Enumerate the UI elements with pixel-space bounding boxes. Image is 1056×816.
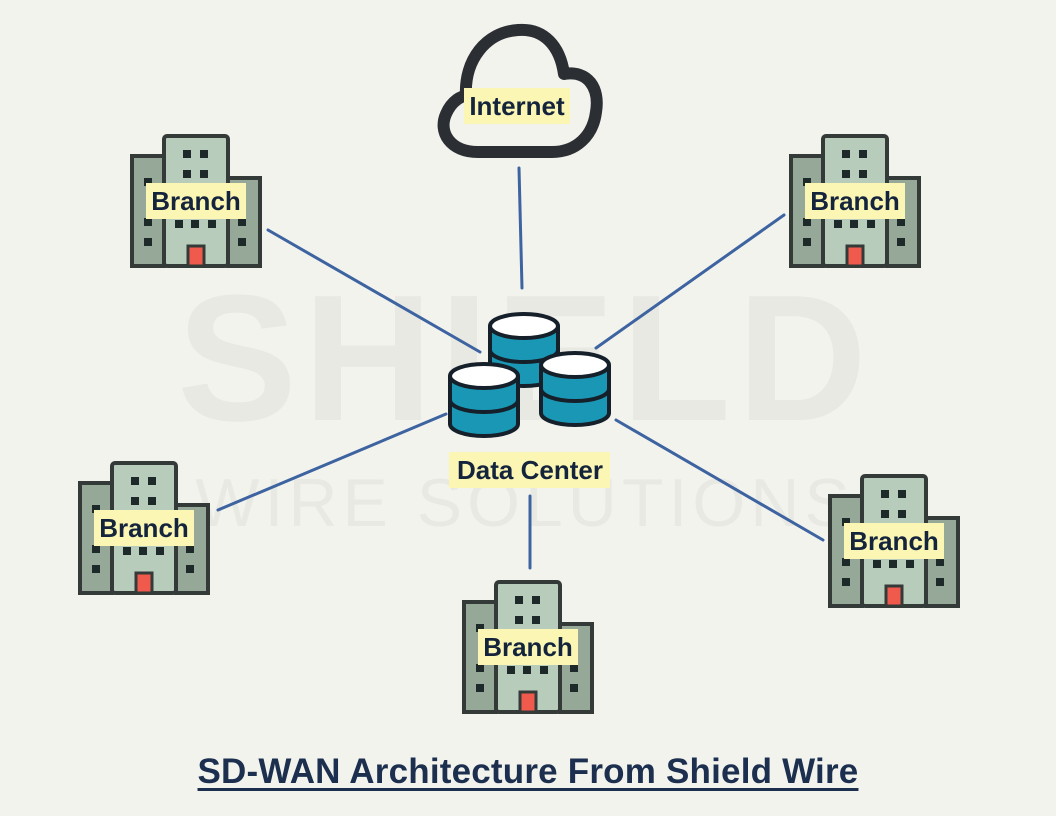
- internet-node: Internet: [437, 23, 603, 158]
- connectors: [216, 166, 825, 570]
- branch-label: Branch: [810, 186, 900, 216]
- branch-label-bg: [805, 183, 905, 219]
- diagram-caption: SD-WAN Architecture From Shield Wire: [197, 752, 859, 791]
- branch-label-bg: [844, 523, 944, 559]
- branch-label-bg: [94, 510, 194, 546]
- internet-label-bg: [464, 88, 570, 124]
- branch-node-mid-left: Branch: [78, 461, 210, 595]
- branch-node-bottom: Branch: [462, 580, 594, 714]
- branch-label-bg: [478, 629, 578, 665]
- connector-branch-mid-left: [216, 412, 448, 512]
- data-center-label-bg: [449, 452, 610, 488]
- branch-node-mid-right: Branch: [828, 474, 960, 608]
- connector-internet: [517, 166, 524, 290]
- connector-branch-top-left: [266, 228, 482, 354]
- branch-node-top-left: Branch: [130, 134, 262, 268]
- data-center-node: Data Center: [448, 312, 611, 488]
- data-center-label: Data Center: [457, 455, 603, 485]
- internet-label: Internet: [469, 91, 565, 121]
- branch-label: Branch: [99, 513, 189, 543]
- branch-label-bg: [146, 183, 246, 219]
- branch-label: Branch: [483, 632, 573, 662]
- watermark: SHIELD WIRE SOLUTIONS: [177, 258, 867, 541]
- branch-node-top-right: Branch: [789, 134, 921, 268]
- branch-label: Branch: [151, 186, 241, 216]
- connector-branch-top-right: [594, 213, 786, 350]
- branch-label: Branch: [849, 526, 939, 556]
- connector-branch-mid-right: [614, 418, 825, 542]
